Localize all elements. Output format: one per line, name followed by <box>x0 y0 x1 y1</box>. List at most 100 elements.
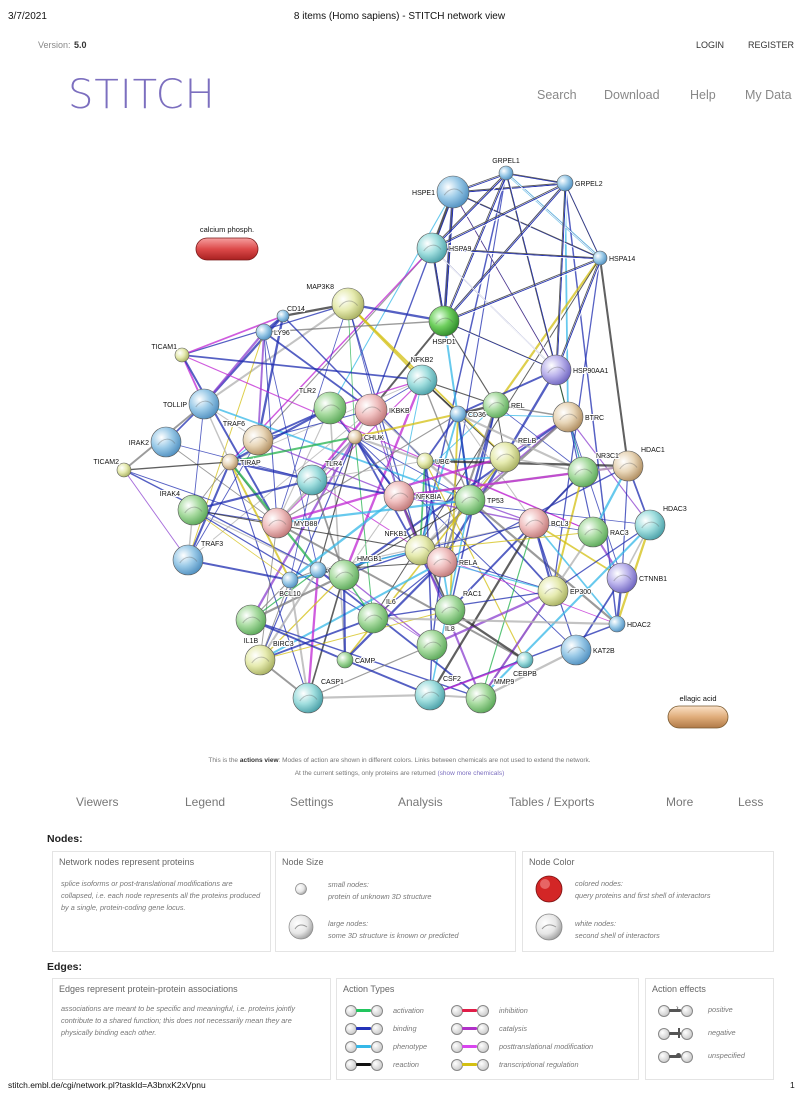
protein-label-cebpb: CEBPB <box>513 671 537 678</box>
protein-node-rac1[interactable]: RAC1 <box>434 590 483 626</box>
tab-settings[interactable]: Settings <box>290 795 334 809</box>
network-edge <box>123 461 231 471</box>
protein-label-map3k8: MAP3K8 <box>306 284 334 291</box>
protein-node-nfkb2[interactable]: NFKB2 <box>406 356 438 396</box>
tab-more[interactable]: More <box>666 795 694 809</box>
protein-node-tp53[interactable]: TP53 <box>454 484 505 516</box>
protein-node-tirap[interactable]: TIRAP <box>221 453 262 471</box>
protein-node-ctnnb1[interactable]: CTNNB1 <box>606 562 668 594</box>
protein-node-traf6[interactable]: TRAF6 <box>222 420 274 456</box>
chemical-calcium-phosph[interactable]: calcium phosph. <box>195 225 259 261</box>
tab-viewers[interactable]: Viewers <box>76 795 119 809</box>
protein-label-btrc: BTRC <box>585 415 604 422</box>
network-edge <box>507 174 603 261</box>
protein-label-hdac2: HDAC2 <box>627 622 651 629</box>
protein-node-traf3[interactable]: TRAF3 <box>172 540 224 576</box>
protein-node-bcl3[interactable]: BCL3 <box>518 507 570 539</box>
protein-node-hdac3[interactable]: HDAC3 <box>634 505 688 541</box>
register-link[interactable]: REGISTER <box>748 40 795 50</box>
stitch-logo[interactable]: STITCH <box>68 72 216 118</box>
tab-legend[interactable]: Legend <box>185 795 226 809</box>
node-color-box: Node Color colored nodes: query proteins… <box>522 851 774 952</box>
protein-node-il8[interactable]: IL8 <box>416 625 456 661</box>
effect-negative-label: negative <box>708 1028 736 1037</box>
protein-node-hmgb1[interactable]: HMGB1 <box>328 555 383 591</box>
network-edge <box>250 619 482 699</box>
protein-node-map3k8[interactable]: MAP3K8 <box>305 283 365 321</box>
protein-node-rac3[interactable]: RAC3 <box>577 516 630 548</box>
protein-node-grpel1[interactable]: GRPEL1 <box>491 157 521 181</box>
network-edge <box>192 403 205 511</box>
protein-node-chuk[interactable]: CHUK <box>347 429 385 445</box>
protein-node-tlr2[interactable]: TLR2 <box>298 387 347 425</box>
protein-node-camp[interactable]: CAMP <box>336 651 377 669</box>
protein-node-hspa14[interactable]: HSPA14 <box>592 250 636 266</box>
protein-node-nr3c1[interactable]: NR3C1 <box>567 452 620 488</box>
network-edge <box>449 413 459 611</box>
network-edge <box>398 470 584 498</box>
protein-node-relb[interactable]: RELB <box>489 437 538 473</box>
nav-help[interactable]: Help <box>690 88 716 102</box>
protein-node-csf2[interactable]: CSF2 <box>414 675 462 711</box>
protein-node-hsp90aa1[interactable]: HSP90AA1 <box>540 354 610 386</box>
protein-node-hdac1[interactable]: HDAC1 <box>612 446 666 482</box>
protein-node-hspa9[interactable]: HSPA9 <box>416 232 473 264</box>
network-edge <box>276 498 471 525</box>
action-type-label-reaction: reaction <box>393 1060 419 1069</box>
network-edge <box>370 247 433 411</box>
protein-node-rela[interactable]: RELA <box>426 546 479 578</box>
protein-node-il6[interactable]: IL6 <box>357 598 397 634</box>
network-edge <box>567 416 623 579</box>
protein-node-casp1[interactable]: CASP1 <box>292 678 345 714</box>
protein-node-kat2b[interactable]: KAT2B <box>560 634 616 666</box>
protein-label-hdac1: HDAC1 <box>641 447 665 454</box>
protein-node-ikbkb[interactable]: IKBKB <box>354 393 411 427</box>
nodes-info-text: splice isoforms or post-translational mo… <box>61 879 261 912</box>
protein-node-irak4[interactable]: IRAK4 <box>159 490 209 526</box>
protein-node-cd36[interactable]: CD36 <box>449 405 487 423</box>
chemical-ellagic-acid[interactable]: ellagic acid <box>667 694 729 729</box>
protein-node-hspe1[interactable]: HSPE1 <box>411 175 470 209</box>
nav-search[interactable]: Search <box>537 88 577 102</box>
protein-node-nfkbia[interactable]: NFKBIA <box>383 480 443 512</box>
tab-analysis[interactable]: Analysis <box>398 795 443 809</box>
protein-node-bcl10[interactable]: BCL10 <box>278 571 302 599</box>
effect-unspecified-label: unspecified <box>708 1051 745 1060</box>
protein-node-ep300[interactable]: EP300 <box>537 575 592 607</box>
protein-label-tp53: TP53 <box>487 498 504 505</box>
protein-node-tollip[interactable]: TOLLIP <box>162 388 220 420</box>
protein-node-myd88[interactable]: MYD88 <box>261 507 318 539</box>
show-more-chemicals-link[interactable]: (show more chemicals) <box>437 770 505 777</box>
protein-node-ticam1[interactable]: TICAM1 <box>150 343 190 363</box>
protein-node-rel[interactable]: REL <box>482 391 526 419</box>
protein-label-cd14: CD14 <box>287 306 305 313</box>
protein-node-il1b[interactable]: IL1B <box>235 604 267 646</box>
protein-node-tlr4[interactable]: TLR4 <box>296 460 343 496</box>
login-link[interactable]: LOGIN <box>696 40 725 50</box>
protein-node-cd14[interactable]: CD14 <box>276 305 306 323</box>
network-graph[interactable]: HSPE1GRPEL1GRPEL2HSPA9HSPA14MAP3K8HSPD1C… <box>0 140 799 750</box>
protein-node-ticam2[interactable]: TICAM2 <box>92 458 132 478</box>
protein-node-btrc[interactable]: BTRC <box>552 401 605 433</box>
protein-label-hspa14: HSPA14 <box>609 256 635 263</box>
protein-node-grpel2[interactable]: GRPEL2 <box>556 174 604 192</box>
nav-download[interactable]: Download <box>604 88 660 102</box>
protein-node-cebpb[interactable]: CEBPB <box>512 651 538 679</box>
nav-my-data[interactable]: My Data <box>745 88 792 102</box>
protein-node-hdac2[interactable]: HDAC2 <box>608 615 652 633</box>
network-edge <box>192 509 319 571</box>
protein-label-rac1: RAC1 <box>463 591 482 598</box>
protein-node-birc3[interactable]: BIRC3 <box>244 640 295 676</box>
protein-node-ubc[interactable]: UBC <box>416 452 451 470</box>
large-node-icon <box>288 914 314 940</box>
protein-node-irak2[interactable]: IRAK2 <box>128 426 182 458</box>
nodes-info-title: Network nodes represent proteins <box>59 857 195 867</box>
network-edge <box>344 659 431 696</box>
tab-tables-exports[interactable]: Tables / Exports <box>509 795 595 809</box>
protein-label-il1b: IL1B <box>244 638 259 645</box>
protein-node-ly96[interactable]: LY96 <box>255 323 291 341</box>
protein-label-casp1: CASP1 <box>321 679 344 686</box>
protein-node-hspd1[interactable]: HSPD1 <box>428 305 460 347</box>
protein-node-mmp9[interactable]: MMP9 <box>465 678 515 714</box>
tab-less[interactable]: Less <box>738 795 764 809</box>
